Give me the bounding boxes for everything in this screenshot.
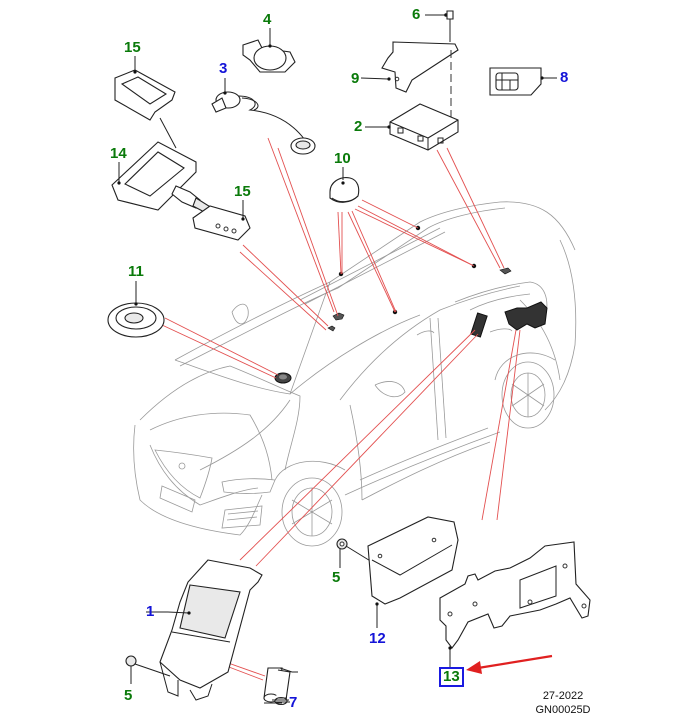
callout-2[interactable]: 2 (354, 118, 363, 135)
vehicle-outline (133, 201, 577, 547)
part-module-box (367, 516, 459, 628)
part-sim-card (489, 67, 557, 96)
part-speaker-mount (242, 28, 296, 73)
illustration-id: GN00025D (535, 704, 591, 716)
callout-3[interactable]: 3 (219, 60, 228, 77)
callout-9[interactable]: 9 (351, 70, 360, 87)
part-battery (263, 667, 298, 706)
callout-6[interactable]: 6 (412, 6, 421, 23)
callout-14[interactable]: 14 (110, 145, 127, 162)
callout-7[interactable]: 7 (289, 694, 298, 711)
part-cover-plate (114, 56, 177, 149)
part-nut-left (125, 655, 171, 684)
callout-10[interactable]: 11 (128, 263, 144, 280)
callout-5-left[interactable]: 5 (124, 687, 133, 704)
part-mounting-bracket (439, 541, 591, 668)
part-nut-right (336, 538, 373, 568)
callout-13-highlighted[interactable]: 13 (439, 667, 464, 687)
part-control-module (159, 559, 263, 701)
part-switch-panel (192, 200, 251, 241)
callout-12[interactable]: 12 (369, 630, 386, 647)
part-telematics-module (365, 103, 459, 151)
callout-5-right[interactable]: 5 (332, 569, 341, 586)
part-display-unit (111, 141, 213, 215)
red-leader-lines (161, 137, 521, 681)
callout-leaders (146, 611, 290, 704)
callout-11[interactable]: 10 (334, 150, 351, 167)
callout-8[interactable]: 8 (560, 69, 569, 86)
part-roof-antenna (329, 167, 360, 203)
part-screw-bracket (360, 10, 459, 120)
callout-4[interactable]: 4 (263, 11, 272, 28)
part-antenna-cable (211, 78, 316, 155)
installed-part-markers (274, 225, 548, 384)
callout-16[interactable]: 15 (124, 39, 141, 56)
callout-1[interactable]: 1 (146, 603, 155, 620)
part-speaker (107, 281, 165, 338)
callout-15[interactable]: 15 (234, 183, 251, 200)
date-code: 27-2022 (542, 690, 584, 702)
highlight-arrow (466, 654, 553, 674)
